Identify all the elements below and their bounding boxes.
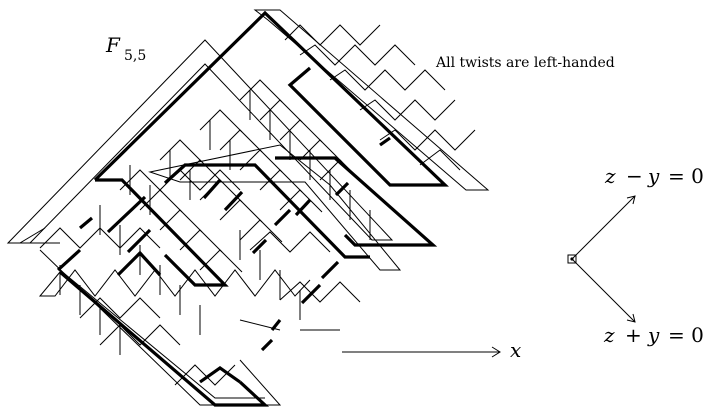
twist-note: All twists are left-handed	[435, 55, 615, 71]
thick-boundary-strand	[56, 10, 449, 407]
thick-twist-segments	[106, 136, 391, 352]
bottom-stack-outline	[18, 227, 282, 406]
coordinate-frame	[342, 195, 636, 358]
svg-text:z: z	[604, 164, 616, 188]
upper-plane-label: z − y = 0	[604, 164, 704, 188]
svg-text:z: z	[603, 323, 615, 347]
title-main: F	[105, 33, 121, 57]
normal-marker-icon	[567, 254, 577, 264]
interior-crossings	[119, 79, 363, 273]
svg-text:+: +	[625, 323, 642, 347]
lower-plane-label: z + y = 0	[603, 323, 704, 347]
svg-text:= 0: = 0	[668, 164, 704, 188]
vertical-strands	[59, 90, 371, 355]
x-axis-label: x	[510, 338, 521, 362]
svg-text:= 0: = 0	[668, 323, 704, 347]
svg-text:y: y	[647, 323, 660, 347]
svg-text:−: −	[626, 164, 643, 188]
surface-title: F 5,5	[105, 33, 146, 64]
back-layer-outline	[253, 9, 490, 191]
svg-text:y: y	[647, 164, 660, 188]
title-subscript: 5,5	[124, 48, 146, 64]
